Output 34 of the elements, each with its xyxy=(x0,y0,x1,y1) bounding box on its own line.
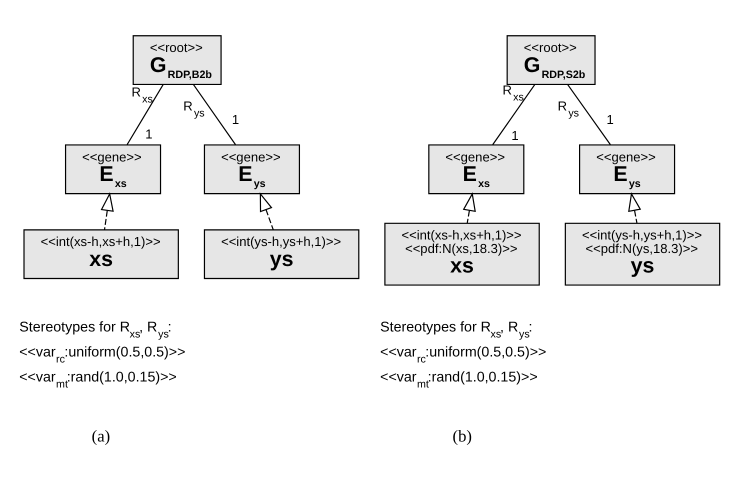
label: 1 xyxy=(606,112,614,128)
node-box: <<int(ys-h,ys+h,1)>> ys xyxy=(204,229,360,280)
node-box: <<gene>> E$_{ys}$ xyxy=(579,144,676,194)
connector xyxy=(192,84,236,145)
label: <<var$_{mt}$:rand(1.0,0.15)>> xyxy=(19,369,177,390)
arrow xyxy=(462,192,476,224)
connector xyxy=(126,84,164,145)
node-box: <<root>> G$_{RDP,S2b}$ xyxy=(506,35,596,86)
edge-label: R$_{xs}$ xyxy=(131,84,153,106)
arrow xyxy=(260,192,274,230)
label: 1 xyxy=(145,126,152,142)
arrow xyxy=(100,192,114,230)
label: Stereotypes for R$_{xs}$, R$_{ys}$: xyxy=(380,319,533,340)
edge-label: R$_{ys}$ xyxy=(183,98,205,120)
edge-label: R$_{xs}$ xyxy=(502,82,524,104)
label: <<var$_{rc}$:uniform(0.5,0.5)>> xyxy=(380,344,546,366)
node-box: <<int(xs-h,xs+h,1)>> <<pdf:N(xs,18.3)>> xs xyxy=(384,222,540,286)
label: 1 xyxy=(232,112,240,128)
node-box: <<int(ys-h,ys+h,1)>> <<pdf:N(ys,18.3)>> ys xyxy=(564,222,720,286)
label: Stereotypes for R$_{xs}$, R$_{ys}$: xyxy=(19,319,172,340)
node-box: <<gene>> E$_{ys}$ xyxy=(204,144,300,194)
node-box: <<int(xs-h,xs+h,1)>> xs xyxy=(23,229,179,280)
label: 1 xyxy=(511,128,519,143)
node-box: <<gene>> E$_{xs}$ xyxy=(428,144,524,194)
label: (b) xyxy=(452,426,472,446)
edge-label: R$_{ys}$ xyxy=(558,98,580,120)
connector xyxy=(492,84,536,145)
node-box: <<gene>> E$_{xs}$ xyxy=(64,144,162,194)
label: (a) xyxy=(92,426,110,446)
arrow xyxy=(628,192,642,224)
label: <<var$_{rc}$:uniform(0.5,0.5)>> xyxy=(19,344,186,366)
connector xyxy=(567,84,611,145)
label: <<var$_{mt}$:rand(1.0,0.15)>> xyxy=(380,369,538,390)
node-box: <<root>> G$_{RDP,B2b}$ xyxy=(132,35,222,86)
